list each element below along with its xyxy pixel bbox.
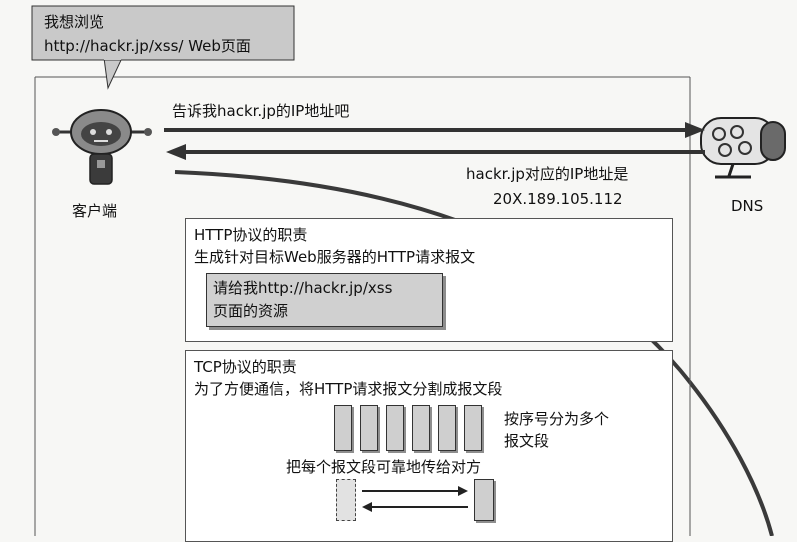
tcp-panel: TCP协议的职责 为了方便通信，将HTTP请求报文分割成报文段 按序号分为多个 … bbox=[185, 350, 673, 542]
receiver-segment bbox=[474, 479, 494, 521]
tcp-title: TCP协议的职责 bbox=[194, 358, 297, 376]
tcp-segment bbox=[438, 405, 456, 451]
sender-segment bbox=[336, 479, 356, 521]
tcp-desc: 为了方便通信，将HTTP请求报文分割成报文段 bbox=[194, 380, 503, 398]
http-desc: 生成针对目标Web服务器的HTTP请求报文 bbox=[194, 248, 476, 266]
http-request-line1: 请给我http://hackr.jp/xss bbox=[213, 279, 393, 297]
client-robot-icon bbox=[52, 109, 152, 185]
tcp-segment bbox=[334, 405, 352, 451]
tcp-transfer-text: 把每个报文段可靠地传给对方 bbox=[286, 458, 482, 476]
tcp-segment bbox=[412, 405, 430, 451]
tcp-segment bbox=[386, 405, 404, 451]
tcp-seq-line1: 按序号分为多个 bbox=[504, 410, 610, 428]
dns-server-icon bbox=[700, 117, 786, 179]
bubble-line2: http://hackr.jp/xss/ Web页面 bbox=[44, 37, 251, 55]
tcp-segment bbox=[360, 405, 378, 451]
http-request-message: 请给我http://hackr.jp/xss 页面的资源 bbox=[206, 273, 443, 327]
speech-bubble bbox=[31, 5, 295, 90]
response-line1: hackr.jp对应的IP地址是 bbox=[466, 165, 629, 183]
tcp-segment bbox=[464, 405, 482, 451]
tcp-seq-line2: 报文段 bbox=[504, 432, 550, 450]
request-arrow bbox=[164, 122, 705, 138]
http-request-line2: 页面的资源 bbox=[213, 302, 289, 320]
response-arrow bbox=[166, 144, 705, 160]
http-title: HTTP协议的职责 bbox=[194, 226, 308, 244]
client-label: 客户端 bbox=[72, 202, 118, 220]
dns-label: DNS bbox=[731, 197, 764, 215]
transfer-arrows bbox=[362, 486, 468, 512]
response-line2: 20X.189.105.112 bbox=[493, 190, 623, 208]
http-panel: HTTP协议的职责 生成针对目标Web服务器的HTTP请求报文 请给我http:… bbox=[185, 218, 673, 342]
request-text: 告诉我hackr.jp的IP地址吧 bbox=[172, 102, 350, 120]
bubble-line1: 我想浏览 bbox=[44, 13, 105, 31]
dns-arrows bbox=[164, 122, 705, 160]
